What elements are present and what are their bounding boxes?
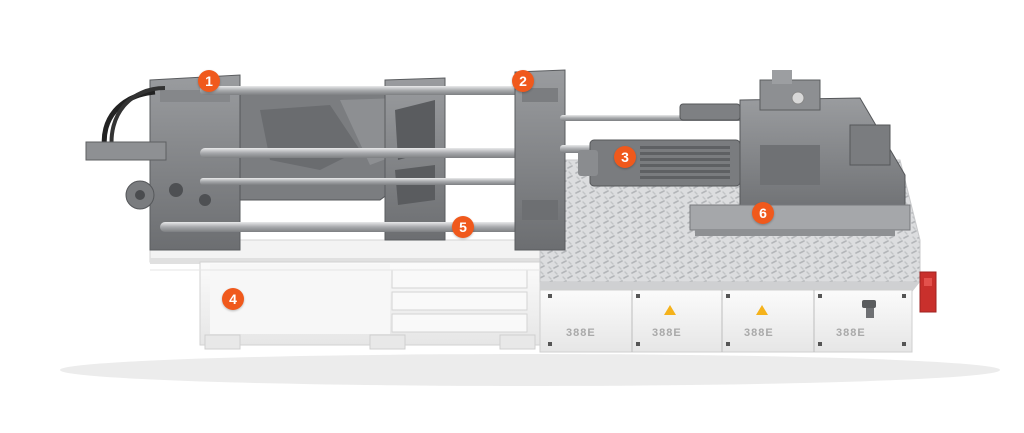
machine-base [149,239,561,350]
callout-number: 1 [205,73,213,89]
knob-icon [862,300,876,318]
cabinet-panel-2: 388E [652,305,682,339]
callout-number: 4 [229,291,237,307]
callout-marker-2: 2 [512,70,534,92]
callout-marker-1: 1 [198,70,220,92]
cabinet-panel-3: 388E [744,305,774,339]
callout-marker-5: 5 [452,216,474,238]
brand-label: 388E [836,327,866,339]
callout-number: 2 [519,73,527,89]
clamp-unit [85,74,446,251]
callout-number: 5 [459,219,467,235]
tie-bars [160,86,560,232]
cabinet-panel-1: 388E [566,327,596,339]
brand-label: 388E [566,327,596,339]
brand-label: 388E [744,327,774,339]
warning-triangle-icon [664,305,676,315]
callout-marker-6: 6 [752,202,774,224]
fixed-platen [514,69,566,251]
callout-number: 6 [759,205,767,221]
brand-label: 388E [652,327,682,339]
callout-marker-4: 4 [222,288,244,310]
callout-marker-3: 3 [614,146,636,168]
cabinet-panel-4: 388E [836,300,876,339]
callout-number: 3 [621,149,629,165]
warning-triangle-icon [756,305,768,315]
ground-shadow [60,354,1000,386]
